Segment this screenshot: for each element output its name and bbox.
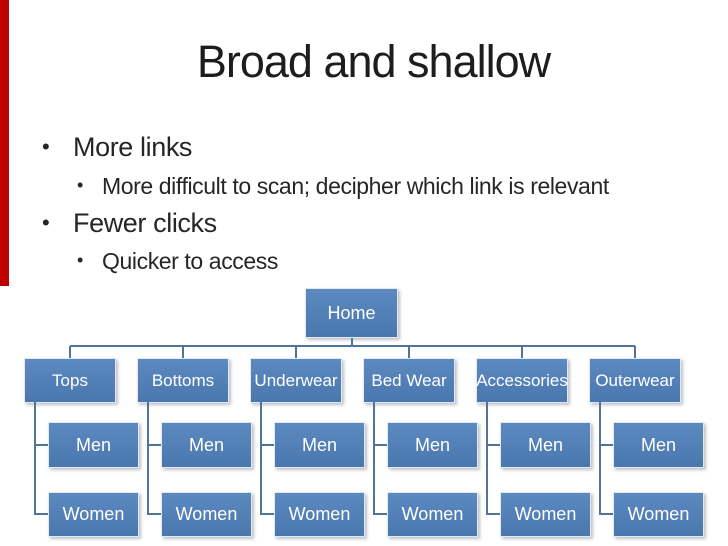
connector-drop [295,346,297,358]
bullet-icon: • [42,210,50,235]
connector-stub [262,513,274,515]
node-category: Underwear [250,358,342,403]
node-men: Men [48,422,139,468]
bullet-text: Fewer clicks [73,208,217,238]
node-men: Men [387,422,478,468]
connector-vertical [486,402,488,515]
connector-stub [375,513,387,515]
node-category: Outerwear [589,358,681,403]
connector-stub [36,513,48,515]
bullet-line: • Fewer clicks [42,207,217,239]
node-women: Women [613,492,704,537]
connector-stub [149,513,161,515]
bullet-icon: • [42,134,50,159]
connector-drop [521,346,523,358]
connector-vertical [599,402,601,515]
bullet-icon: • [77,175,83,195]
connector-stub [36,444,48,446]
connector-vertical [34,402,36,515]
node-men: Men [613,422,704,468]
connector-home-drop [351,338,353,347]
node-women: Women [161,492,252,537]
connector-stub [262,444,274,446]
node-category: Accessories [476,358,568,403]
connector-bus [70,345,635,347]
connector-drop [69,346,71,358]
node-women: Women [274,492,365,537]
bullet-line: • More links [42,131,192,163]
node-women: Women [48,492,139,537]
bullet-line: • Quicker to access [77,247,278,275]
connector-stub [488,444,500,446]
connector-stub [149,444,161,446]
node-category: Bed Wear [363,358,455,403]
connector-drop [182,346,184,358]
slide-title: Broad and shallow [196,36,551,87]
connector-drop [634,346,636,358]
red-accent-bar [0,0,9,286]
node-category: Bottoms [137,358,229,403]
bullet-text: More links [73,132,193,162]
connector-vertical [260,402,262,515]
node-women: Women [500,492,591,537]
node-men: Men [500,422,591,468]
bullet-text: More difficult to scan; decipher which l… [102,173,609,199]
connector-vertical [373,402,375,515]
connector-stub [375,444,387,446]
node-women: Women [387,492,478,537]
bullet-icon: • [77,250,83,270]
connector-stub [488,513,500,515]
connector-stub [601,513,613,515]
node-men: Men [161,422,252,468]
node-home: Home [305,288,398,338]
node-category: Tops [24,358,116,403]
bullet-text: Quicker to access [102,248,278,274]
connector-stub [601,444,613,446]
bullet-line: • More difficult to scan; decipher which… [77,172,609,200]
node-men: Men [274,422,365,468]
connector-drop [408,346,410,358]
connector-vertical [147,402,149,515]
